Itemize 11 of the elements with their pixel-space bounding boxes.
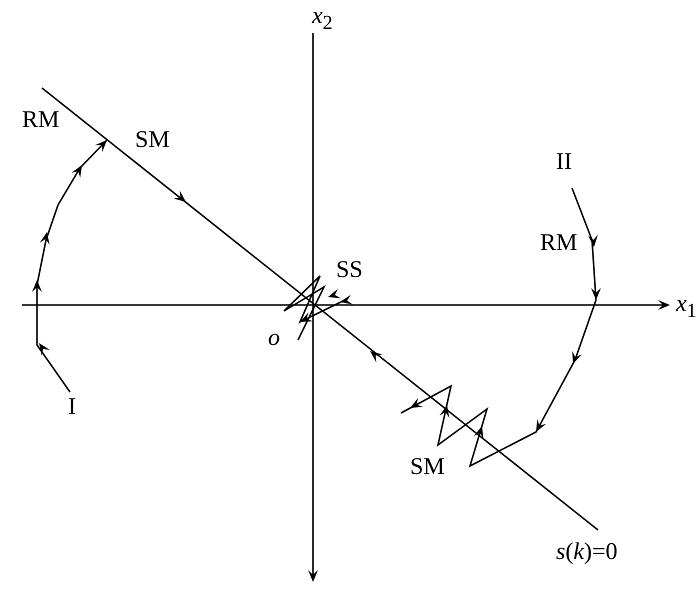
origin-label: o xyxy=(268,326,280,350)
mode-label: RM xyxy=(540,231,578,255)
mode-label: RM xyxy=(22,108,60,132)
trajectory-label: II xyxy=(556,150,572,174)
mode-label: SS xyxy=(336,258,363,282)
line-equation: s(k)=0 xyxy=(556,540,618,564)
mode-label: SM xyxy=(410,455,445,479)
trajectory-label: I xyxy=(68,395,76,419)
axis-label: x$_{1}$ xyxy=(676,292,697,321)
mode-label: SM xyxy=(135,128,170,152)
axis-label: x$_{2}$ xyxy=(312,4,333,33)
